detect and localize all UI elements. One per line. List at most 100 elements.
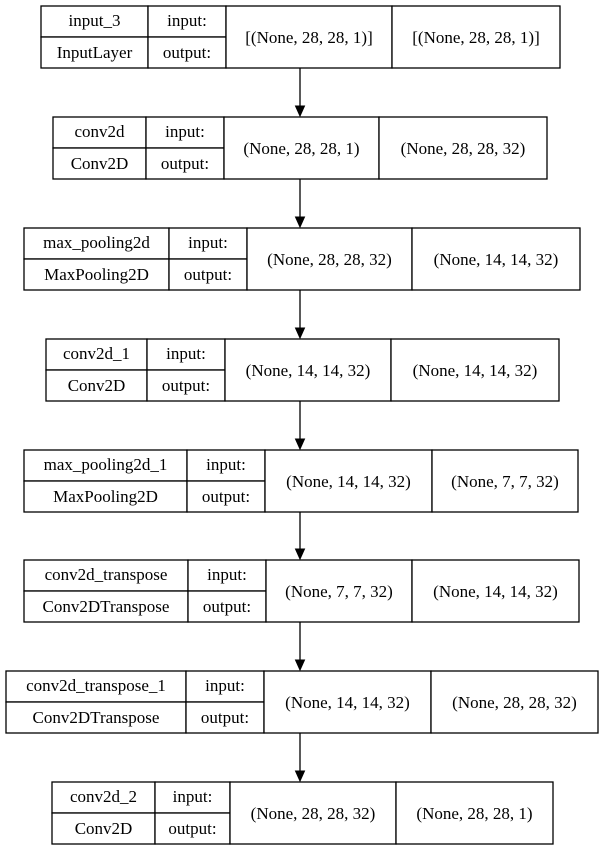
- layer-name: conv2d_transpose_1: [26, 676, 166, 695]
- input-shape-cell: [246, 227, 413, 291]
- output-port-cell: [145, 147, 225, 180]
- edge-arrow: [294, 733, 306, 783]
- layer-type-cell: [5, 701, 187, 734]
- input-shape-cell: [225, 5, 393, 69]
- input-shape: [(None, 28, 28, 1)]: [245, 28, 372, 47]
- input-shape: (None, 28, 28, 1): [243, 139, 359, 158]
- output-shape: [(None, 28, 28, 1)]: [412, 28, 539, 47]
- output-shape: (None, 14, 14, 32): [433, 582, 558, 601]
- edge-arrow: [294, 622, 306, 672]
- layer-node-max-pooling2d: max_pooling2dMaxPooling2Dinput:output:(N…: [23, 227, 581, 291]
- input-port-label: input:: [205, 676, 245, 695]
- output-shape: (None, 28, 28, 32): [452, 693, 577, 712]
- output-port-label: output:: [202, 487, 250, 506]
- edge-arrow: [294, 401, 306, 451]
- output-shape-cell: [395, 781, 554, 845]
- layer-name: conv2d_transpose: [45, 565, 168, 584]
- input-port-cell: [154, 781, 231, 814]
- output-shape: (None, 28, 28, 1): [416, 804, 532, 823]
- edge-arrow: [294, 68, 306, 118]
- output-shape-cell: [411, 559, 580, 623]
- layer-name-cell: [51, 781, 156, 814]
- output-port-cell: [168, 258, 248, 291]
- output-port-label: output:: [163, 43, 211, 62]
- output-shape: (None, 7, 7, 32): [451, 472, 559, 491]
- output-shape-cell: [378, 116, 548, 180]
- input-shape-cell: [224, 338, 392, 402]
- output-port-label: output:: [168, 819, 216, 838]
- input-shape: (None, 7, 7, 32): [285, 582, 393, 601]
- layer-type-cell: [52, 147, 147, 180]
- edge-arrow: [294, 179, 306, 229]
- input-port-label: input:: [166, 344, 206, 363]
- output-shape-cell: [411, 227, 581, 291]
- input-shape-cell: [264, 449, 433, 513]
- layer-type-cell: [45, 369, 148, 402]
- input-port-label: input:: [207, 565, 247, 584]
- layer-type-cell: [51, 812, 156, 845]
- layer-name: max_pooling2d: [43, 233, 150, 252]
- output-port-label: output:: [184, 265, 232, 284]
- output-shape-cell: [391, 5, 561, 69]
- input-port-label: input:: [206, 455, 246, 474]
- input-shape: (None, 28, 28, 32): [251, 804, 376, 823]
- edge-arrow: [294, 512, 306, 561]
- input-port-cell: [168, 227, 248, 260]
- layer-type: Conv2D: [71, 154, 129, 173]
- output-port-cell: [154, 812, 231, 845]
- output-port-cell: [187, 590, 267, 623]
- layer-type: Conv2DTranspose: [33, 708, 160, 727]
- input-port-label: input:: [173, 787, 213, 806]
- output-port-label: output:: [162, 376, 210, 395]
- layer-type: MaxPooling2D: [44, 265, 149, 284]
- layer-name: max_pooling2d_1: [44, 455, 168, 474]
- layer-node-conv2d-transpose-1: conv2d_transpose_1Conv2DTransposeinput:o…: [5, 670, 599, 734]
- output-port-cell: [186, 480, 266, 513]
- output-port-cell: [185, 701, 265, 734]
- input-port-cell: [147, 5, 227, 38]
- input-shape-cell: [223, 116, 380, 180]
- input-port-label: input:: [165, 122, 205, 141]
- output-shape-cell: [390, 338, 560, 402]
- input-shape: (None, 28, 28, 32): [267, 250, 392, 269]
- output-port-label: output:: [203, 597, 251, 616]
- input-shape-cell: [265, 559, 413, 623]
- output-shape: (None, 14, 14, 32): [434, 250, 559, 269]
- layer-name-cell: [5, 670, 187, 703]
- layer-type-cell: [23, 590, 189, 623]
- diagram-edges: [294, 68, 306, 783]
- output-port-cell: [146, 369, 226, 402]
- output-shape-cell: [430, 670, 599, 734]
- input-shape: (None, 14, 14, 32): [285, 693, 410, 712]
- output-port-cell: [147, 36, 227, 69]
- layer-type: MaxPooling2D: [53, 487, 158, 506]
- layer-name: conv2d_1: [63, 344, 130, 363]
- input-shape: (None, 14, 14, 32): [246, 361, 371, 380]
- input-port-label: input:: [167, 11, 207, 30]
- layer-name-cell: [23, 227, 170, 260]
- layer-name: input_3: [69, 11, 121, 30]
- input-shape-cell: [229, 781, 397, 845]
- layer-type: Conv2DTranspose: [43, 597, 170, 616]
- layer-type: InputLayer: [57, 43, 133, 62]
- layer-type-cell: [23, 258, 170, 291]
- layer-type: Conv2D: [75, 819, 133, 838]
- input-shape-cell: [263, 670, 432, 734]
- input-shape: (None, 14, 14, 32): [286, 472, 411, 491]
- output-port-label: output:: [161, 154, 209, 173]
- layer-type: Conv2D: [68, 376, 126, 395]
- output-shape: (None, 14, 14, 32): [413, 361, 538, 380]
- output-shape-cell: [431, 449, 579, 513]
- layer-type-cell: [23, 480, 188, 513]
- layer-name: conv2d: [74, 122, 125, 141]
- output-shape: (None, 28, 28, 32): [401, 139, 526, 158]
- edge-arrow: [294, 290, 306, 340]
